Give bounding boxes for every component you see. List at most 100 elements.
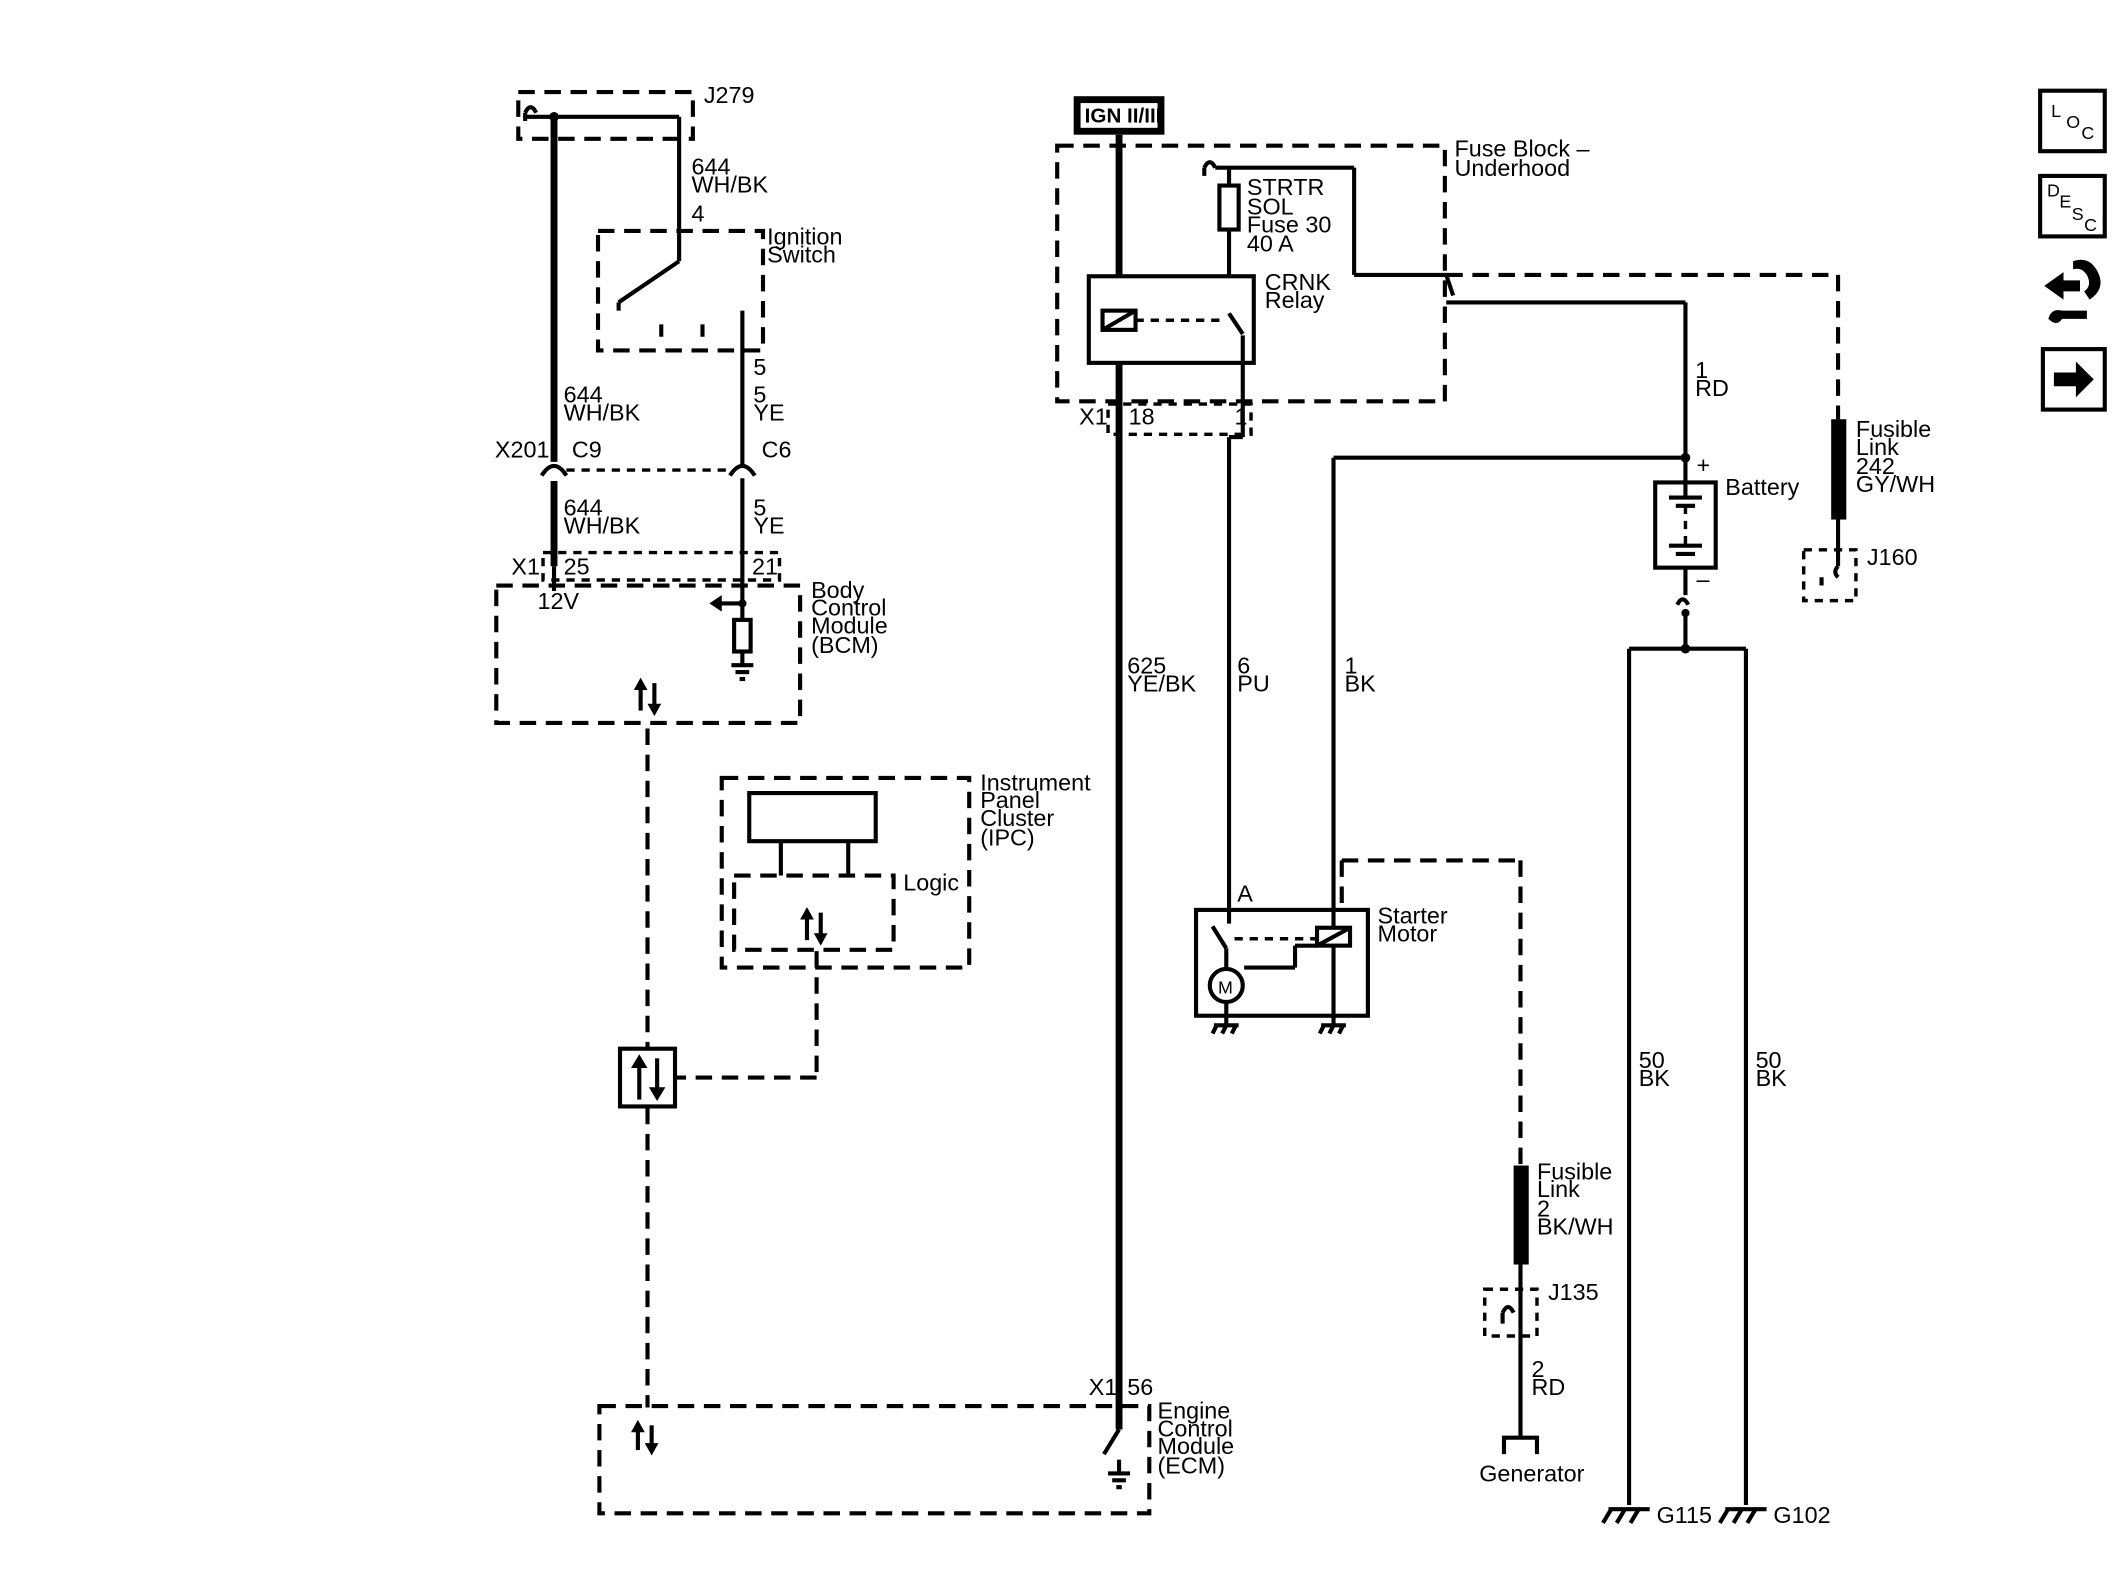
j160-label: J160 <box>1867 544 1918 570</box>
fuse-label-3: Fuse 30 <box>1247 211 1331 237</box>
svg-text:L: L <box>2051 101 2061 121</box>
wire-5-number: 5 <box>753 382 766 408</box>
pin-56-label: 56 <box>1127 1374 1153 1400</box>
ipc-label-3: Cluster <box>980 805 1054 831</box>
wire-1bk-number: 1 <box>1345 652 1358 678</box>
wrench-diagnostic-icon[interactable] <box>2044 259 2101 323</box>
nav-desc-button[interactable]: D E S C <box>2038 173 2107 239</box>
fl2-label-3: 2 <box>1537 1195 1550 1221</box>
svg-text:E: E <box>2059 192 2071 212</box>
fuse-block-x1-label: X1 <box>1079 404 1108 430</box>
fuse-block-box <box>1055 143 1447 404</box>
ipc-serial-data-icon <box>800 907 828 946</box>
starter-ground-symbols <box>1210 1023 1346 1035</box>
fl242-label-2: Link <box>1856 434 1899 460</box>
svg-text:C: C <box>2084 215 2097 235</box>
ecm-switch-contact <box>1102 1428 1121 1456</box>
fl2-label-4: BK/WH <box>1537 1213 1614 1239</box>
serial-data-splice <box>617 1046 678 1408</box>
relay-switch-contact <box>1227 312 1245 336</box>
x201-c9-connector <box>539 463 569 477</box>
ipc-logic-box <box>732 873 896 952</box>
fl242-label-4: GY/WH <box>1856 471 1935 497</box>
ecm-x1-label: X1 <box>1089 1374 1118 1400</box>
starter-motor: 1 BK A Starter Motor M <box>1193 457 1523 1166</box>
wire-50b-color: BK <box>1756 1065 1788 1091</box>
fusible-link-242: Fusible Link 242 GY/WH J160 <box>1801 416 1935 603</box>
next-arrow-button[interactable] <box>2040 347 2107 412</box>
j160-splice-symbol <box>1819 564 1840 586</box>
pin-25-label: 25 <box>564 554 590 580</box>
bcm-12v-label: 12V <box>538 588 580 614</box>
j135-splice-box <box>1483 1287 1539 1338</box>
fl2-label-2: Link <box>1537 1176 1580 1202</box>
ipc-label-2: Panel <box>980 787 1040 813</box>
wire-644-color: WH/BK <box>692 171 769 197</box>
bcm-x1-connector <box>541 550 782 582</box>
wire-1rd-color: RD <box>1695 375 1729 401</box>
g115-label: G115 <box>1657 1502 1712 1528</box>
generator-label: Generator <box>1479 1461 1584 1487</box>
wire-625-color: YE/BK <box>1127 670 1196 696</box>
ignition-switch-circuit: J279 644 WH/BK 4 Ignition Switch 5 644 W… <box>494 82 888 1048</box>
bcm-serial-data-icon <box>633 677 662 717</box>
ecm-label-4: (ECM) <box>1158 1452 1225 1478</box>
bcm-label-4: (BCM) <box>811 632 878 658</box>
fuse-block-underhood: IGN II/III Fuse Block – Underhood 625 YE… <box>1055 96 1841 1430</box>
ecm-label-3: Module <box>1158 1433 1235 1459</box>
fusible-link-242-element <box>1831 419 1847 520</box>
ipc-logic-label: Logic <box>903 870 959 896</box>
wire-50a-number: 50 <box>1639 1047 1665 1073</box>
ecm-serial-data-icon <box>631 1419 659 1456</box>
wire-5b-number: 5 <box>753 494 766 520</box>
svg-text:O: O <box>2066 112 2080 132</box>
x201-c6-connector <box>728 463 757 477</box>
g102-label: G102 <box>1773 1502 1830 1528</box>
bcm-label-1: Body <box>811 577 865 603</box>
generator-circuit: Fusible Link 2 BK/WH J135 2 RD Generator <box>1479 1158 1613 1486</box>
x201-connector-label: X201 <box>495 437 550 463</box>
wire-5-color: YE <box>753 400 784 426</box>
c9-pin-label: C9 <box>572 437 602 463</box>
battery-minus-label: – <box>1696 566 1709 592</box>
fuse-label-2: SOL <box>1247 193 1294 219</box>
bcm-label-3: Module <box>811 613 888 639</box>
ecm-box <box>597 1404 1152 1516</box>
ipc-box <box>719 775 972 970</box>
motor-m-label: M <box>1218 978 1233 998</box>
fl242-label-1: Fusible <box>1856 416 1931 442</box>
fl2-label-1: Fusible <box>1537 1158 1612 1184</box>
wire-625-number: 625 <box>1127 652 1166 678</box>
fuse-label-4: 40 A <box>1247 231 1294 257</box>
fuse-block-label-1: Fuse Block – <box>1454 136 1589 162</box>
nav-loc-button[interactable]: L O C <box>2038 88 2107 154</box>
strtr-sol-fuse <box>1217 183 1241 232</box>
pin-18-label: 18 <box>1129 404 1155 430</box>
pin-5-label: 5 <box>753 354 766 380</box>
bcm-pulldown-resistor <box>732 617 753 654</box>
battery-label: Battery <box>1725 474 1799 500</box>
fuse-block-label-2: Underhood <box>1454 155 1570 181</box>
ecm-module: Engine Control Module (ECM) X1 56 <box>597 1374 1235 1516</box>
battery-plus-label: + <box>1696 452 1710 478</box>
ignition-switch-box <box>595 228 766 353</box>
starter-label-2: Motor <box>1378 921 1438 947</box>
pin-21-label: 21 <box>752 554 778 580</box>
svg-text:S: S <box>2072 204 2084 224</box>
ecm-label-2: Control <box>1158 1415 1233 1441</box>
wire-644c-color: WH/BK <box>564 512 641 538</box>
generator-terminal <box>1501 1435 1540 1455</box>
pin-4-label: 4 <box>692 200 705 226</box>
ipc-module: Instrument Panel Cluster (IPC) Logic <box>676 769 1091 1080</box>
fl242-label-3: 242 <box>1856 453 1895 479</box>
j279-splice-box <box>516 90 695 141</box>
j160-splice-box <box>1801 548 1858 603</box>
fusible-link-2-element <box>1513 1165 1529 1265</box>
wire-6-number: 6 <box>1237 652 1250 678</box>
ignition-switch-contact <box>617 259 681 305</box>
j279-label: J279 <box>704 82 755 108</box>
fuse-label-1: STRTR <box>1247 174 1324 200</box>
bcm-box <box>494 583 803 726</box>
bcm-input-arrow <box>709 595 722 612</box>
